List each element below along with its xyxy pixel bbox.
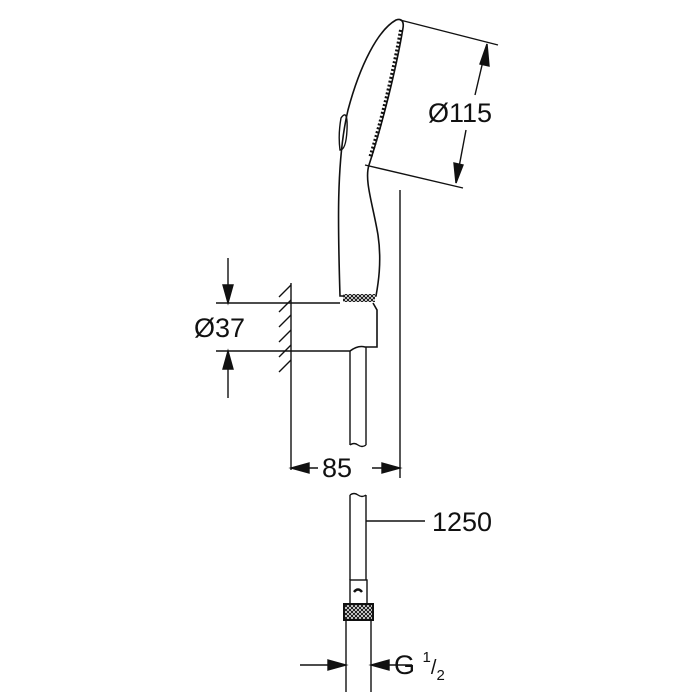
dimension-85 [288,462,403,474]
thread-slash: / [430,657,437,679]
hand-shower [337,18,405,302]
thread-letter: G [394,650,416,680]
label-holder-diameter: Ø37 [194,313,246,343]
label-spray-diameter: Ø115 [428,98,493,128]
label-projection: 85 [322,453,353,483]
dimension-37 [216,258,291,398]
hose-upper [349,347,367,448]
label-hose-length: 1250 [432,507,493,537]
thread-denominator: 2 [436,667,445,684]
hose-lower [343,492,425,692]
wall-holder [291,302,378,352]
wall-hatching [278,283,292,470]
dimension-115 [364,19,499,189]
label-thread: G 1/2 [394,650,445,683]
button [338,114,348,151]
thread-numerator: 1 [422,649,431,666]
dimension-thread [300,659,412,671]
